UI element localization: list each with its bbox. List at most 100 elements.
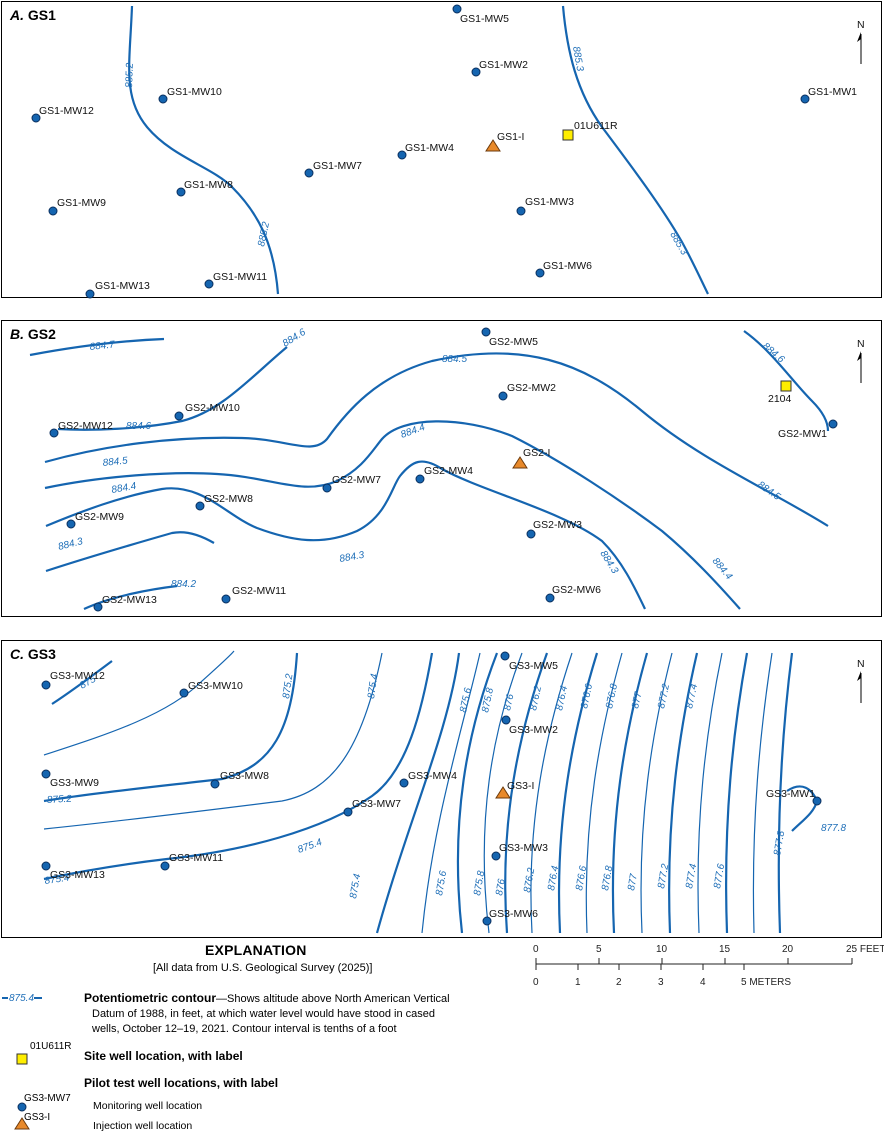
site-well-marker: [562, 129, 574, 141]
scale-meter-tick: 3: [658, 977, 664, 988]
contour-line: [375, 652, 461, 934]
contour-line: [752, 652, 773, 934]
monitoring-well-marker: [545, 593, 555, 603]
injection-well-label: GS2-I: [523, 447, 550, 459]
contour-label: 884.3: [57, 536, 84, 553]
contour-label: 876: [502, 693, 516, 712]
monitoring-well-marker: [322, 483, 332, 493]
contour-group: [375, 652, 819, 934]
well-label: GS1-MW13: [95, 280, 150, 292]
well-label: GS1-MW1: [808, 86, 857, 98]
monitoring-well-marker: [158, 94, 168, 104]
monitoring-well-marker: [482, 916, 492, 926]
scale-meter-tick: 1: [575, 977, 581, 988]
well-label: GS2-MW1: [778, 428, 827, 440]
north-label: N: [857, 658, 865, 670]
well-label: GS3-MW13: [50, 869, 105, 881]
monitoring-well-marker: [41, 769, 51, 779]
well-label: GS1-MW7: [313, 160, 362, 172]
contour-label: 876.4: [554, 684, 570, 711]
contour-label: 877.4: [684, 682, 700, 709]
monitoring-well-marker: [343, 807, 353, 817]
contour-label: 876.4: [546, 865, 561, 892]
contour-label: 877.6: [712, 863, 727, 890]
legend-site-marker: [16, 1053, 28, 1065]
legend-injection-label: GS3-I: [24, 1112, 51, 1123]
contour-label: 884.4: [399, 422, 427, 441]
well-label: GS3-MW12: [50, 670, 105, 682]
legend-monitoring-marker: [17, 1102, 27, 1112]
legend-monitoring-text: Monitoring well location: [93, 1100, 203, 1112]
monitoring-well-marker: [41, 861, 51, 871]
contour-line: [483, 652, 523, 934]
contour-label: 875.6: [434, 870, 449, 897]
injection-well-marker: [485, 139, 501, 152]
well-label: GS2-MW2: [507, 382, 556, 394]
contour-label: 877.8: [772, 830, 787, 857]
monitoring-well-marker: [812, 796, 822, 806]
monitoring-well-marker: [471, 67, 481, 77]
contour-label: 885.2: [124, 62, 136, 88]
monitoring-well-marker: [210, 779, 220, 789]
north-arrow: N: [857, 338, 865, 383]
monitoring-well-marker: [66, 519, 76, 529]
explanation-title: EXPLANATION: [205, 942, 307, 958]
contour-line: [585, 652, 623, 934]
contour-label: 876.8: [604, 682, 620, 709]
contour-label: 875.4: [366, 673, 380, 700]
monitoring-well-marker: [452, 4, 462, 14]
monitoring-well-marker: [397, 150, 407, 160]
scale-feet-tick: 10: [656, 944, 668, 955]
monitoring-well-marker: [31, 113, 41, 123]
panel-gs2: B. GS2 884.7 884.6 884.6 884.5 884.5 884…: [1, 320, 882, 617]
monitoring-well-marker: [174, 411, 184, 421]
contour-label: 875.4: [44, 873, 71, 887]
contour-label: 877.8: [821, 823, 846, 834]
scale-feet-tick: 20: [782, 944, 794, 955]
scale-meter-tick: 4: [700, 977, 706, 988]
panel-title-gs3: C. GS3: [10, 646, 56, 662]
monitoring-well-marker: [526, 529, 536, 539]
well-label: GS2-MW13: [102, 594, 157, 606]
scale-meter-tick: 2: [616, 977, 622, 988]
well-label: GS1-MW4: [405, 142, 454, 154]
map-gs2: 884.7 884.6 884.6 884.5 884.5 884.5 884.…: [29, 327, 865, 612]
contour-label: 885.3: [570, 46, 585, 73]
injection-well-marker: [495, 786, 511, 799]
contour-label: 884.4: [111, 481, 138, 496]
monitoring-well-marker: [179, 688, 189, 698]
monitoring-well-marker: [498, 391, 508, 401]
contour-label: 884.5: [755, 479, 782, 503]
well-label: GS3-MW9: [50, 777, 99, 789]
contour-line: [697, 652, 723, 934]
contour-label: 875.2: [281, 673, 295, 700]
monitoring-well-marker: [500, 651, 510, 661]
contour-label: 884.6: [126, 421, 151, 432]
contour-label: 877.4: [684, 863, 699, 890]
well-label: GS2-MW5: [489, 336, 538, 348]
panel-title-gs2: B. GS2: [10, 326, 56, 342]
legend-monitoring-label: GS3-MW7: [24, 1093, 71, 1104]
scale-feet-tick: 5: [596, 944, 602, 955]
panel-title-gs1: A. GS1: [10, 7, 56, 23]
contour-label: 875.4: [348, 873, 363, 900]
contour-label: 876.6: [579, 682, 595, 709]
contour-line: [530, 652, 573, 934]
contour-line: [504, 652, 549, 934]
monitoring-well-marker: [415, 474, 425, 484]
contour-label: 884.3: [597, 549, 620, 576]
legend-symbols: 875.4 0 5 10 15 20 25 FEET 0 1 2 3 4 5 M…: [2, 944, 884, 1130]
contour-label: 877.2: [656, 863, 671, 890]
well-label: GS3-MW7: [352, 798, 401, 810]
monitoring-well-marker: [516, 206, 526, 216]
contour-line: [557, 652, 599, 934]
panel-gs1: A. GS1 885.2 885.2 885.3 885.3 GS1-MW5 G…: [1, 1, 882, 299]
contour-label: 877: [630, 691, 644, 710]
panel-gs3: C. GS3 875 875.2 875.2 875.4 875.4 875.4…: [1, 640, 882, 938]
contour-label: 875.2: [47, 794, 73, 806]
contour-label: 876.2: [522, 867, 537, 894]
contour-label: 875.4: [296, 837, 324, 856]
contour-label: 884.7: [89, 339, 115, 353]
monitoring-well-marker: [535, 268, 545, 278]
